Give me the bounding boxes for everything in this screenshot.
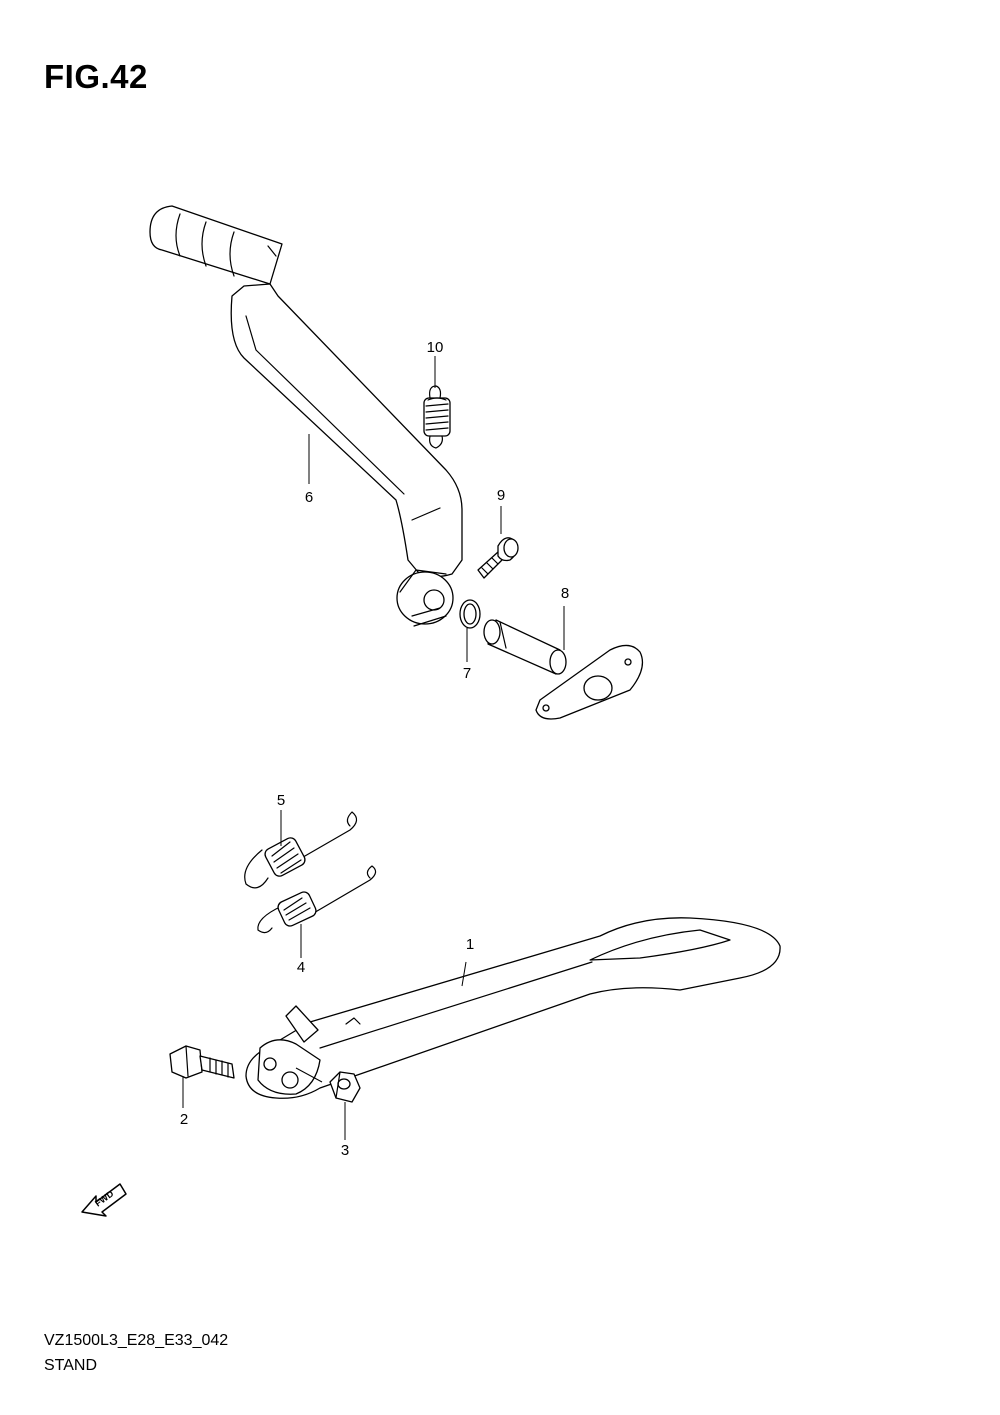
part-label-9: 9 xyxy=(497,487,505,504)
part-label-3: 3 xyxy=(341,1142,349,1159)
part-2-bolt[interactable] xyxy=(169,1045,235,1079)
section-name: STAND xyxy=(44,1357,98,1374)
part-label-8: 8 xyxy=(561,585,569,602)
part-3-nut[interactable] xyxy=(329,1071,361,1103)
part-1-side-stand[interactable] xyxy=(245,917,781,1099)
part-7-washer[interactable] xyxy=(459,599,481,629)
part-5-spring[interactable] xyxy=(244,811,358,889)
part-label-6: 6 xyxy=(305,489,313,506)
part-label-7: 7 xyxy=(463,665,471,682)
diagram-code: VZ1500L3_E28_E33_042 xyxy=(44,1332,229,1349)
leader-lines xyxy=(182,356,565,1140)
part-label-5: 5 xyxy=(277,792,285,809)
part-8-shaft[interactable] xyxy=(483,619,644,720)
part-9-bolt[interactable] xyxy=(477,537,519,579)
part-label-4: 4 xyxy=(297,959,305,976)
part-label-1: 1 xyxy=(466,936,474,953)
part-10-spring[interactable] xyxy=(423,385,451,449)
part-label-2: 2 xyxy=(180,1111,188,1128)
part-6-shift-lever[interactable] xyxy=(149,205,463,627)
figure-title: FIG.42 xyxy=(44,58,148,95)
part-label-10: 10 xyxy=(427,339,444,356)
fwd-arrow-icon: FWD xyxy=(81,1183,127,1217)
part-4-spring[interactable] xyxy=(257,865,377,934)
